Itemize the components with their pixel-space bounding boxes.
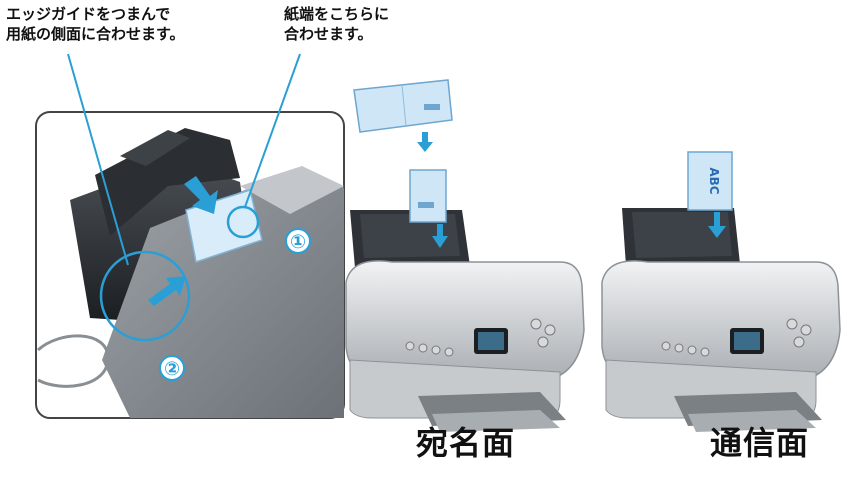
edge-guide-leader-line [67,53,129,266]
printer-message-side: ABC [601,151,841,432]
edge-guide-instruction: エッジガイドをつまんで 用紙の側面に合わせます。 [6,4,185,44]
edge-guide-highlight-circle [99,250,191,342]
postcard-abc-text: ABC [707,167,721,194]
paper-edge-instruction: 紙端をこちらに 合わせます。 [284,4,389,44]
insert-arrow-icon [184,176,218,214]
edge-guide-instruction-line2: 用紙の側面に合わせます。 [6,25,185,43]
message-side-label: 通信面 [710,424,810,462]
paper-edge-highlight-circle [226,205,260,239]
step-2-marker: ② [164,358,180,380]
inset-closeup-panel [35,111,345,419]
step-1-marker: ① [290,231,306,253]
paper-edge-leader-line [244,53,301,208]
address-side-label: 宛名面 [416,424,516,462]
card-insert-arrow-icon [432,224,448,248]
message-card-arrow-icon [708,212,726,238]
paper-edge-instruction-line1: 紙端をこちらに [284,5,390,23]
paper-edge-instruction-line2: 合わせます。 [284,25,373,43]
postcard-address-side [353,79,453,152]
postcard-down-arrow-icon [417,132,433,152]
printer-address-side [345,169,585,432]
edge-guide-instruction-line1: エッジガイドをつまんで [6,5,171,23]
slide-arrow-icon [148,276,186,306]
